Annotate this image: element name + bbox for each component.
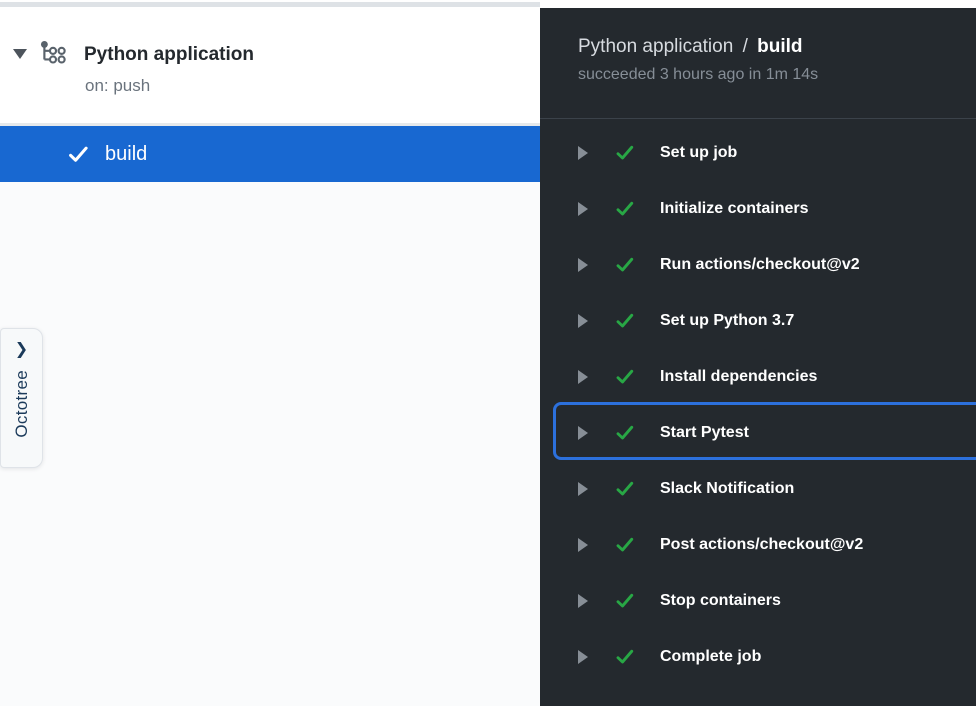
expand-triangle-icon[interactable] — [578, 258, 588, 272]
step-row-slack-notification[interactable]: Slack Notification — [540, 461, 976, 517]
expand-triangle-icon[interactable] — [578, 146, 588, 160]
step-row-run-checkout[interactable]: Run actions/checkout@v2 — [540, 237, 976, 293]
job-success-check-icon — [69, 146, 88, 162]
step-row-complete-job[interactable]: Complete job — [540, 629, 976, 685]
step-row-install-dependencies[interactable]: Install dependencies — [540, 349, 976, 405]
job-detail-panel: Python application / build succeeded 3 h… — [540, 8, 976, 706]
step-success-check-icon — [616, 425, 634, 440]
step-row-set-up-python[interactable]: Set up Python 3.7 — [540, 293, 976, 349]
step-row-set-up-job[interactable]: Set up job — [540, 125, 976, 181]
step-label: Post actions/checkout@v2 — [660, 536, 864, 553]
step-row-post-checkout[interactable]: Post actions/checkout@v2 — [540, 517, 976, 573]
expand-triangle-icon[interactable] — [578, 594, 588, 608]
step-label: Initialize containers — [660, 200, 809, 217]
octotree-label: Octotree — [11, 370, 31, 438]
workflow-item[interactable]: Python application on: push — [0, 0, 540, 123]
step-row-start-pytest[interactable]: Start Pytest — [540, 402, 976, 461]
step-success-check-icon — [616, 537, 634, 552]
step-success-check-icon — [616, 649, 634, 664]
step-success-check-icon — [616, 369, 634, 384]
step-success-check-icon — [616, 593, 634, 608]
step-label: Set up job — [660, 144, 738, 161]
job-item-build[interactable]: build — [0, 126, 540, 182]
breadcrumb-workflow[interactable]: Python application — [578, 36, 734, 57]
job-status-line: succeeded 3 hours ago in 1m 14s — [578, 66, 819, 83]
breadcrumb-separator: / — [742, 36, 748, 57]
expand-triangle-icon[interactable] — [578, 482, 588, 496]
expand-triangle-icon[interactable] — [578, 370, 588, 384]
job-name: build — [105, 142, 148, 165]
workflow-icon — [40, 40, 66, 64]
breadcrumb: Python application / build — [578, 35, 976, 59]
expand-triangle-icon[interactable] — [578, 314, 588, 328]
breadcrumb-job: build — [757, 36, 803, 57]
step-success-check-icon — [616, 145, 634, 160]
octotree-tab[interactable]: ❯ Octotree — [0, 328, 43, 468]
collapse-triangle-icon[interactable] — [13, 49, 27, 59]
step-row-initialize-containers[interactable]: Initialize containers — [540, 181, 976, 237]
step-label: Install dependencies — [660, 368, 818, 385]
step-label: Stop containers — [660, 592, 781, 609]
top-border-rule — [0, 2, 540, 7]
sidebar-empty-area — [0, 182, 540, 706]
step-row-stop-containers[interactable]: Stop containers — [540, 573, 976, 629]
step-label: Start Pytest — [660, 424, 749, 441]
step-label: Slack Notification — [660, 480, 795, 497]
expand-triangle-icon[interactable] — [578, 202, 588, 216]
step-label: Run actions/checkout@v2 — [660, 256, 860, 273]
expand-triangle-icon[interactable] — [578, 426, 588, 440]
steps-list: Set up job Initialize containers Run act… — [540, 119, 976, 685]
step-success-check-icon — [616, 201, 634, 216]
step-success-check-icon — [616, 313, 634, 328]
chevron-right-icon: ❯ — [14, 341, 29, 358]
workflow-name[interactable]: Python application — [84, 44, 254, 65]
step-label: Set up Python 3.7 — [660, 312, 795, 329]
expand-triangle-icon[interactable] — [578, 538, 588, 552]
step-success-check-icon — [616, 481, 634, 496]
step-success-check-icon — [616, 257, 634, 272]
workflow-sidebar: Python application on: push build — [0, 0, 540, 706]
step-label: Complete job — [660, 648, 762, 665]
divider — [0, 123, 540, 126]
workflow-trigger: on: push — [85, 76, 151, 95]
expand-triangle-icon[interactable] — [578, 650, 588, 664]
job-header: Python application / build succeeded 3 h… — [540, 8, 976, 119]
